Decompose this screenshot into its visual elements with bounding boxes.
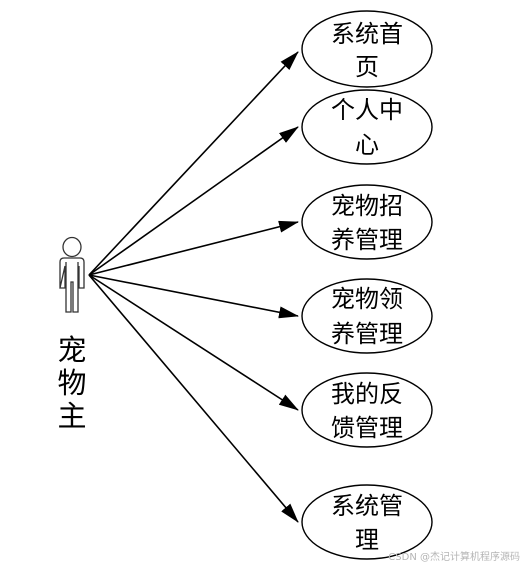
use-case-system: 系统管 理 [301,484,433,560]
edge-home [88,51,299,276]
actor-label-char-1: 宠 [57,333,87,367]
use-case-profile: 个人中 心 [301,89,433,165]
use-case-pet-adoption-post: 宠物招 养管理 [301,184,433,260]
watermark: CSDN @杰记计算机程序源码 [388,552,520,563]
edge-profile [88,126,299,276]
edge-feedback [88,274,299,411]
use-case-pet-adoption-post-line-2: 养管理 [331,226,403,254]
edge-pet-adoption-request [88,274,299,319]
use-case-home-line-2: 页 [355,53,379,81]
use-case-feedback: 我的反 馈管理 [301,372,433,448]
use-case-feedback-line-1: 我的反 [331,380,403,408]
use-case-profile-line-1: 个人中 [331,96,403,124]
association-edges [88,51,299,523]
use-case-home-line-1: 系统首 [331,20,403,48]
edge-pet-adoption-post [88,220,299,276]
use-case-pet-adoption-request: 宠物领 养管理 [301,278,433,354]
use-case-home: 系统首 页 [301,10,433,88]
use-case-pet-adoption-request-line-1: 宠物领 [331,285,403,313]
use-case-feedback-line-2: 馈管理 [331,414,403,442]
use-case-profile-line-2: 心 [355,131,379,159]
use-case-system-line-1: 系统管 [331,492,403,520]
actor-label: 宠 物 主 [52,334,92,433]
use-case-pet-adoption-post-line-1: 宠物招 [331,192,403,220]
use-case-pet-adoption-request-line-2: 养管理 [331,320,403,348]
edge-system [88,274,299,523]
actor-figure-icon [59,236,85,313]
actor-label-char-2: 物 [57,366,87,400]
use-case-system-line-2: 理 [355,526,379,554]
actor-label-char-3: 主 [57,399,87,433]
